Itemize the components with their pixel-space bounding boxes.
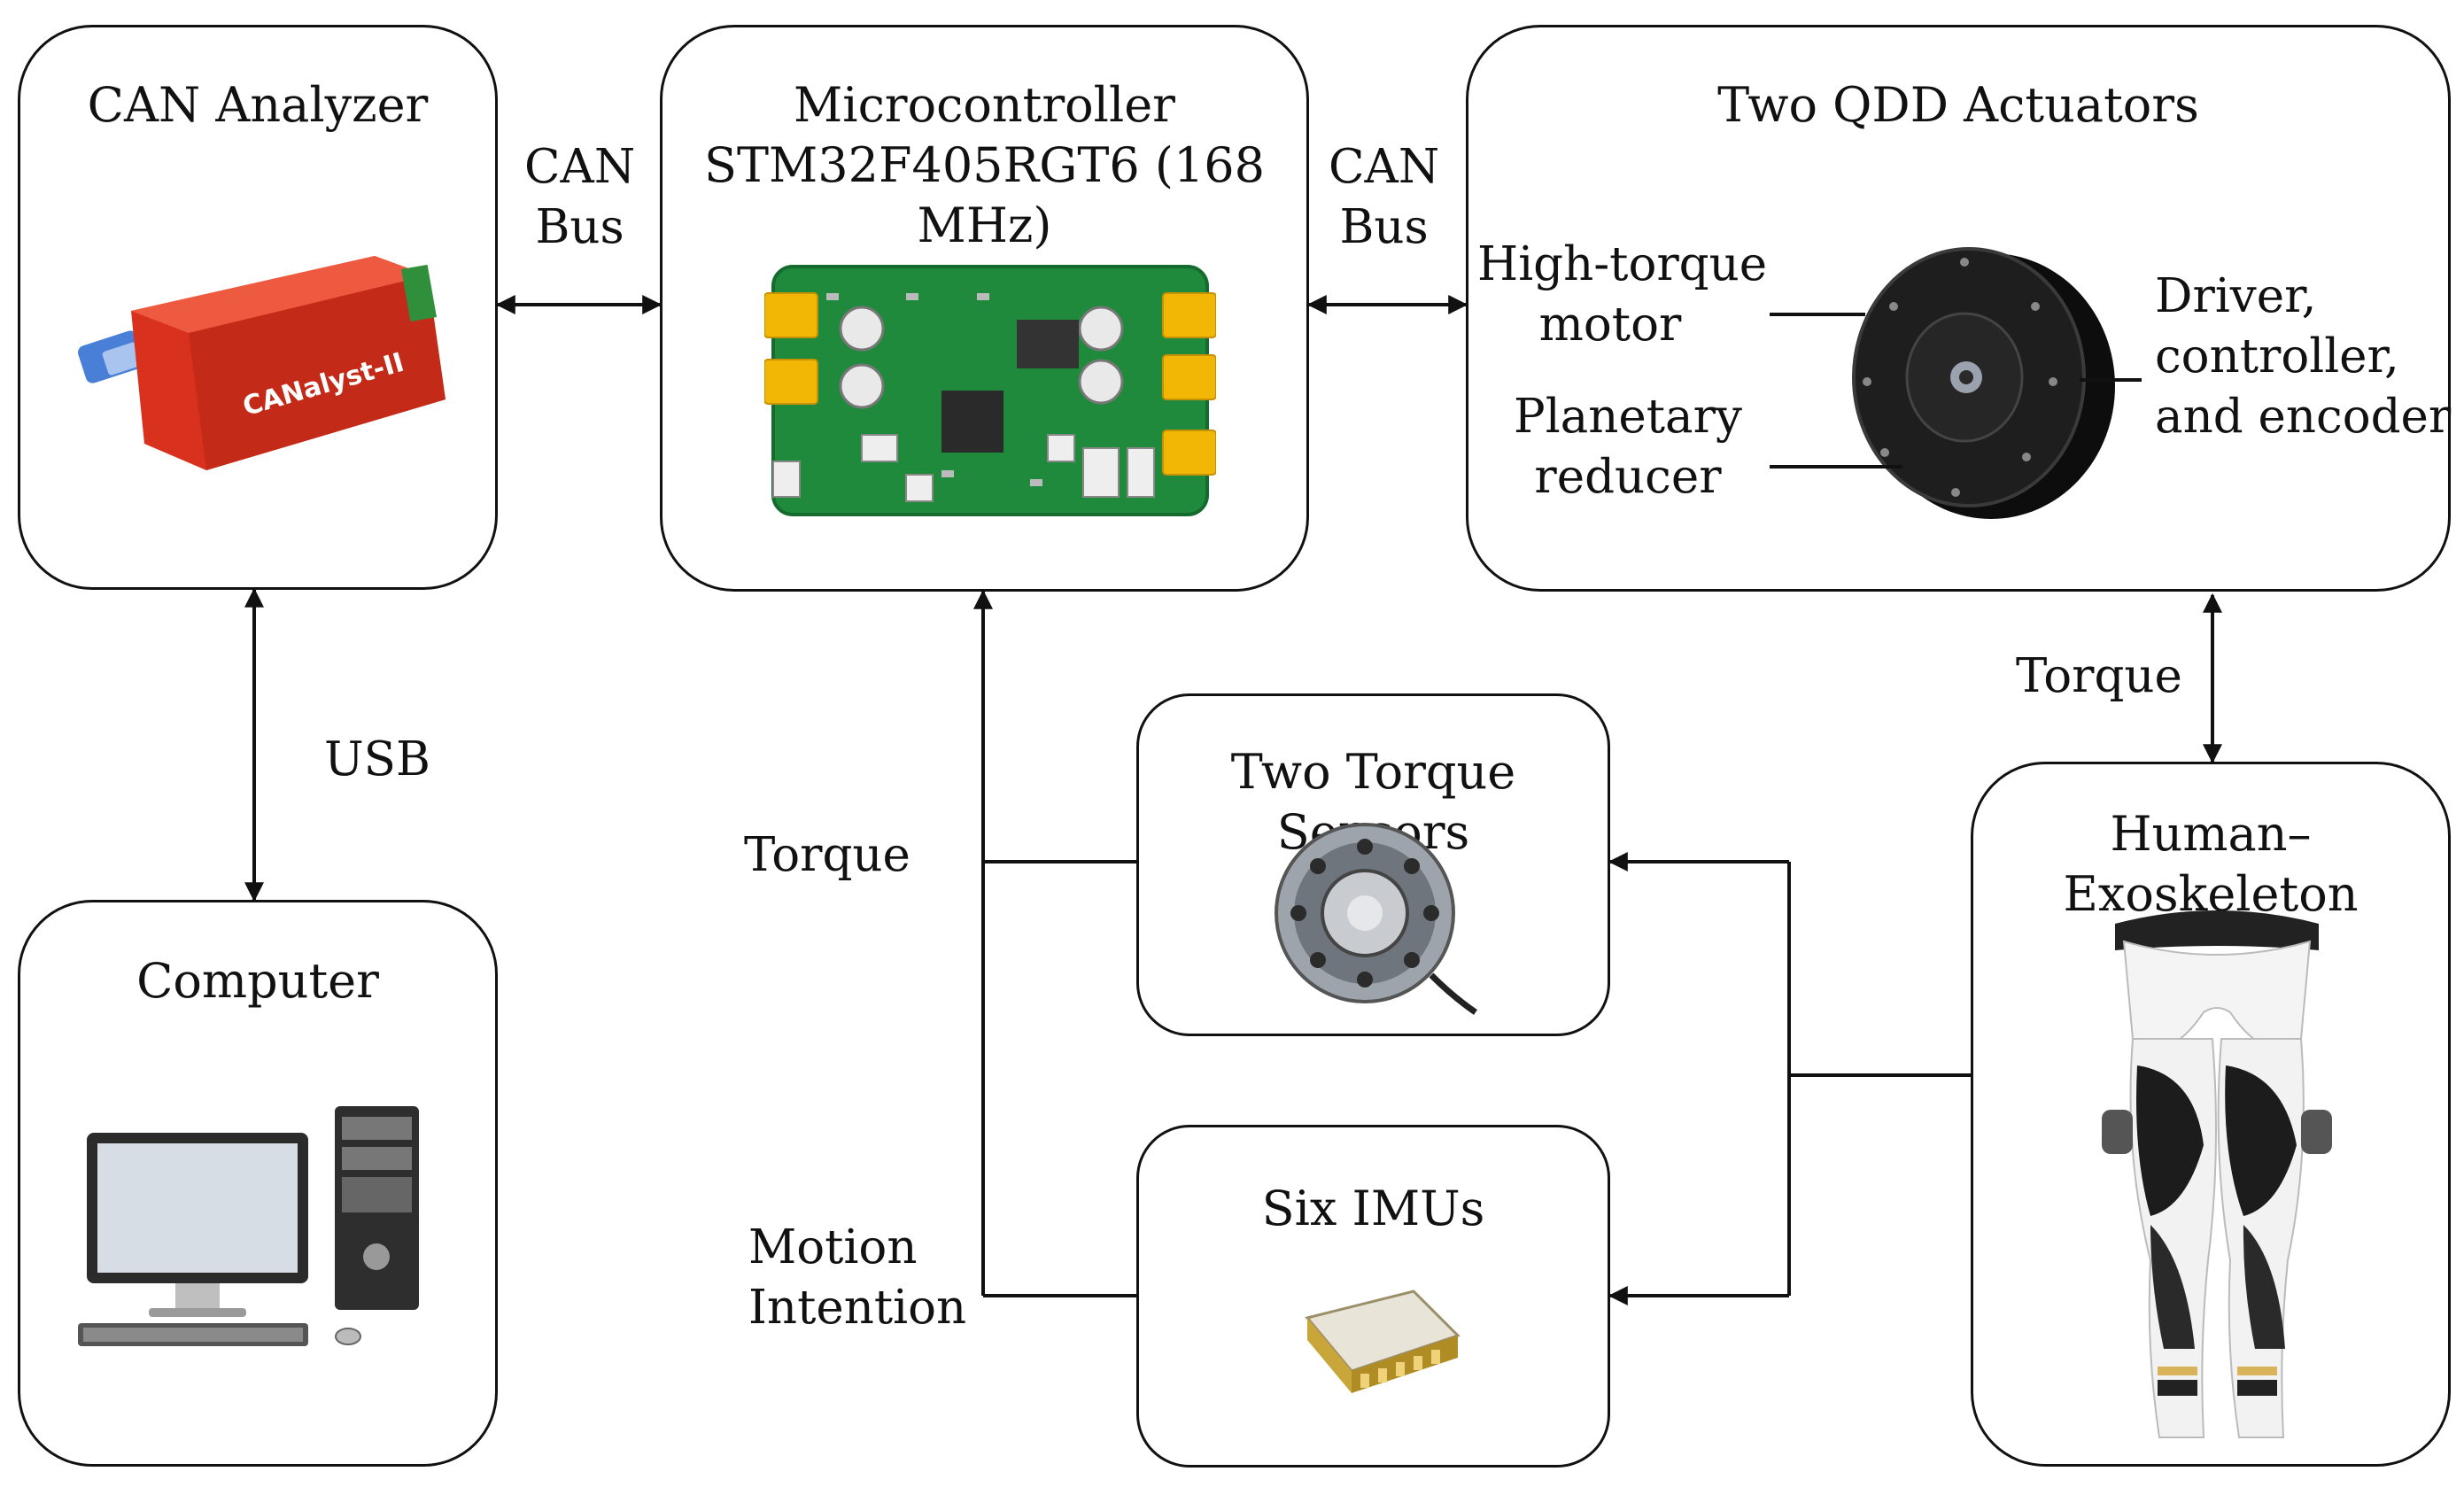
driver-label: Driver, controller, and encoder xyxy=(2155,267,2451,447)
can-bus-left-line1: CAN xyxy=(524,140,636,194)
exoskeleton-box: Human–Exoskeleton xyxy=(1971,762,2451,1467)
microcontroller-box: Microcontroller STM32F405RGT6 (168 MHz) xyxy=(660,25,1309,592)
torque-mcu-label: Torque xyxy=(744,828,910,882)
can-analyzer-box: CAN Analyzer CANalyst-II xyxy=(18,25,498,590)
computer-icon xyxy=(78,1106,419,1346)
can-bus-left-line2: Bus xyxy=(535,200,624,254)
reducer-label-line1: Planetary xyxy=(1514,390,1742,444)
motion-intention-label: Motion Intention xyxy=(748,1218,966,1338)
driver-label-line1: Driver, xyxy=(2155,269,2317,323)
can-analyzer-title: CAN Analyzer xyxy=(87,77,429,133)
microcontroller-title: Microcontroller xyxy=(794,77,1175,133)
torque-sensors-title: Two Torque Sensors xyxy=(1230,744,1516,860)
driver-label-line3: and encoder xyxy=(2155,390,2452,444)
exoskeleton-legs-icon xyxy=(2102,910,2332,1438)
computer-title: Computer xyxy=(136,953,379,1009)
pcb-board-icon xyxy=(764,265,1216,516)
actuator-motor-icon xyxy=(1770,247,2142,519)
driver-label-line2: controller, xyxy=(2155,329,2399,383)
actuators-box: Two QDD Actuators High-torque motor Plan… xyxy=(1466,25,2451,592)
computer-box: Computer xyxy=(18,900,498,1467)
imus-box: Six IMUs xyxy=(1136,1125,1610,1468)
can-bus-right-label: CAN Bus xyxy=(1329,137,1439,258)
microcontroller-model: STM32F405RGT6 (168 MHz) xyxy=(703,137,1266,253)
torque-sensor-icon xyxy=(1275,823,1477,1015)
torque-actuator-label: Torque xyxy=(2016,649,2182,703)
can-bus-right-line1: CAN xyxy=(1329,140,1440,194)
motion-line2: Intention xyxy=(748,1281,967,1335)
motion-line1: Motion xyxy=(748,1220,918,1274)
motor-label-line1: High-torque xyxy=(1477,237,1768,291)
torque-sensors-box: Two Torque Sensors xyxy=(1136,693,1610,1036)
imus-title: Six IMUs xyxy=(1261,1181,1485,1236)
usb-label: USB xyxy=(324,732,430,786)
actuators-title: Two QDD Actuators xyxy=(1717,77,2199,133)
reducer-label-line2: reducer xyxy=(1534,450,1722,504)
motor-label: High-torque motor xyxy=(1477,235,1768,355)
can-analyzer-device-icon: CANalyst-II xyxy=(77,256,446,470)
can-bus-left-label: CAN Bus xyxy=(524,137,635,258)
exoskeleton-title: Human–Exoskeleton xyxy=(2063,806,2359,922)
imu-chip-icon xyxy=(1305,1290,1461,1393)
reducer-label: Planetary reducer xyxy=(1495,387,1761,507)
can-bus-right-line2: Bus xyxy=(1339,200,1429,254)
motor-label-line2: motor xyxy=(1538,298,1682,352)
